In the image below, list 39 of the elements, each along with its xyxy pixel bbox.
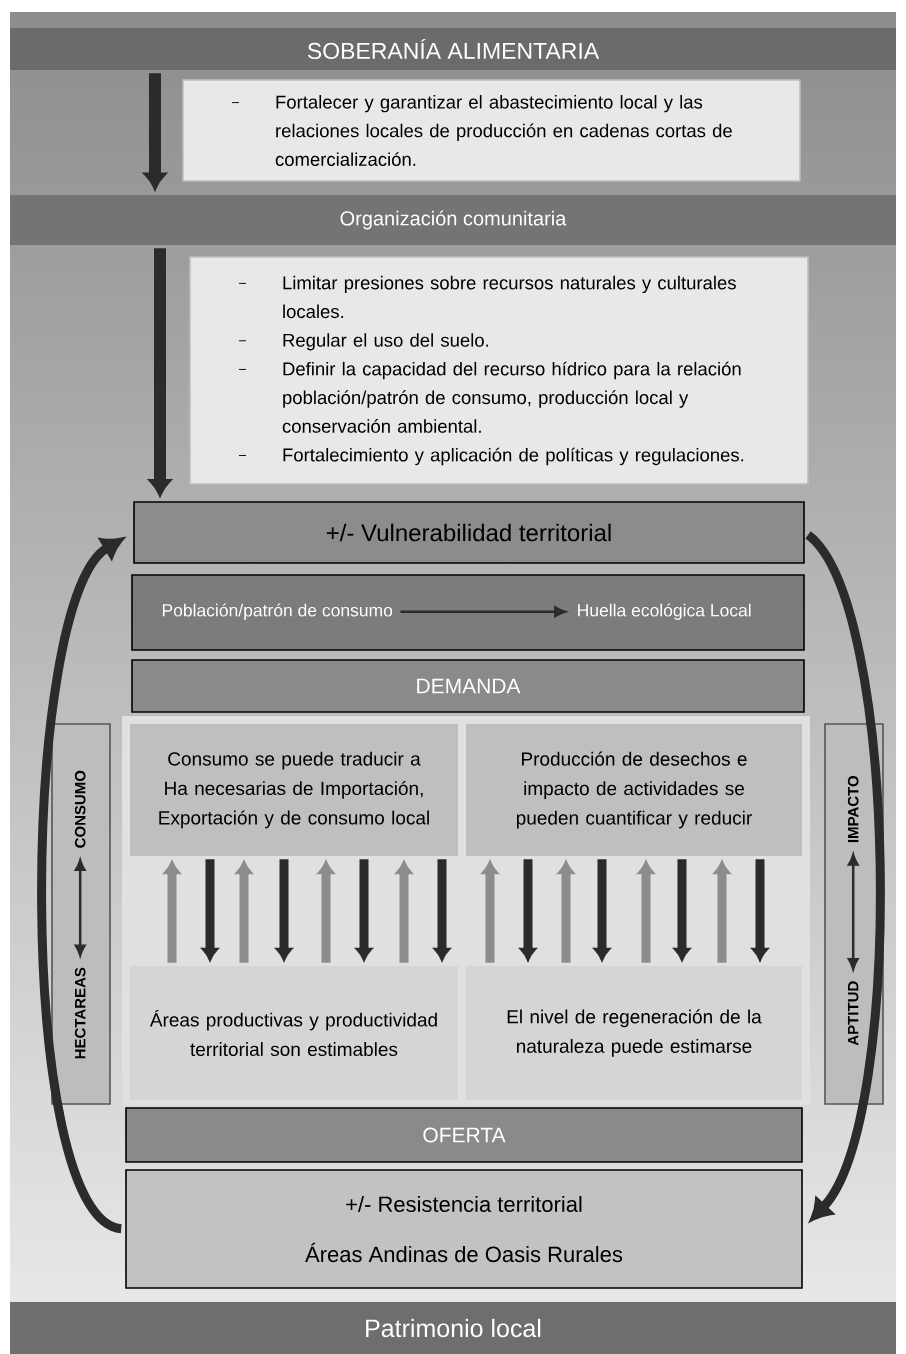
arrow xyxy=(519,859,537,961)
text-panel: El nivel de regeneración de la naturaleza puede estimarse xyxy=(466,966,802,1100)
title-band: SOBERANÍA ALIMENTARIA xyxy=(10,28,896,70)
arrow xyxy=(481,861,499,963)
vertical-label: IMPACTO xyxy=(847,775,859,843)
heading-band: Organización comunitaria xyxy=(10,195,896,245)
arrow xyxy=(355,859,373,961)
arrow xyxy=(235,861,253,963)
arrow xyxy=(400,606,566,618)
flow-text: Población/patrón de consumo xyxy=(162,603,393,620)
heading-box: OFERTA xyxy=(125,1107,803,1163)
arrow xyxy=(433,859,451,961)
vertical-label: APTITUD xyxy=(847,981,859,1046)
arrow xyxy=(557,861,575,963)
arrow xyxy=(637,861,655,963)
arrow xyxy=(317,861,335,963)
heading-box: DEMANDA xyxy=(131,659,805,713)
text-box: Limitar presiones sobre recursos naturales y culturales locales. Regular el uso del suelo. Definir la capacidad del recurso hídrico para la relación población/patrón de consumo, producción local y conservación ambiental. Fortalecimiento y aplicación de políticas y regulaciones. xyxy=(189,256,809,485)
text-panel: Producción de desechos e impacto de actividades se pueden cuantificar y reducir xyxy=(466,724,802,856)
arrow xyxy=(713,861,731,963)
flow-text: Huella ecológica Local xyxy=(578,603,751,620)
arrow xyxy=(275,859,293,961)
arrow xyxy=(751,859,769,961)
text-box: +/- Resistencia territorial Áreas Andinas de Oasis Rurales xyxy=(125,1169,803,1289)
arrow xyxy=(593,859,611,961)
arrow xyxy=(395,861,413,963)
text-panel: Áreas productivas y productividad territorial son estimables xyxy=(130,966,458,1100)
arrow xyxy=(673,859,691,961)
flow-band xyxy=(131,574,805,651)
text-panel: Consumo se puede traducir a Ha necesarias de Importación, Exportación y de consumo local xyxy=(130,724,458,856)
arrow xyxy=(847,853,859,970)
text-box: Fortalecer y garantizar el abastecimiento local y las relaciones locales de producción en cadenas cortas de comercialización. xyxy=(182,79,801,182)
arrow xyxy=(149,248,171,496)
arrow xyxy=(804,532,885,1221)
arrow xyxy=(163,861,181,963)
arrow xyxy=(201,859,219,961)
arrow xyxy=(144,73,166,190)
heading-box: +/- Vulnerabilidad territorial xyxy=(133,501,805,564)
footer-band: Patrimonio local xyxy=(10,1302,896,1354)
